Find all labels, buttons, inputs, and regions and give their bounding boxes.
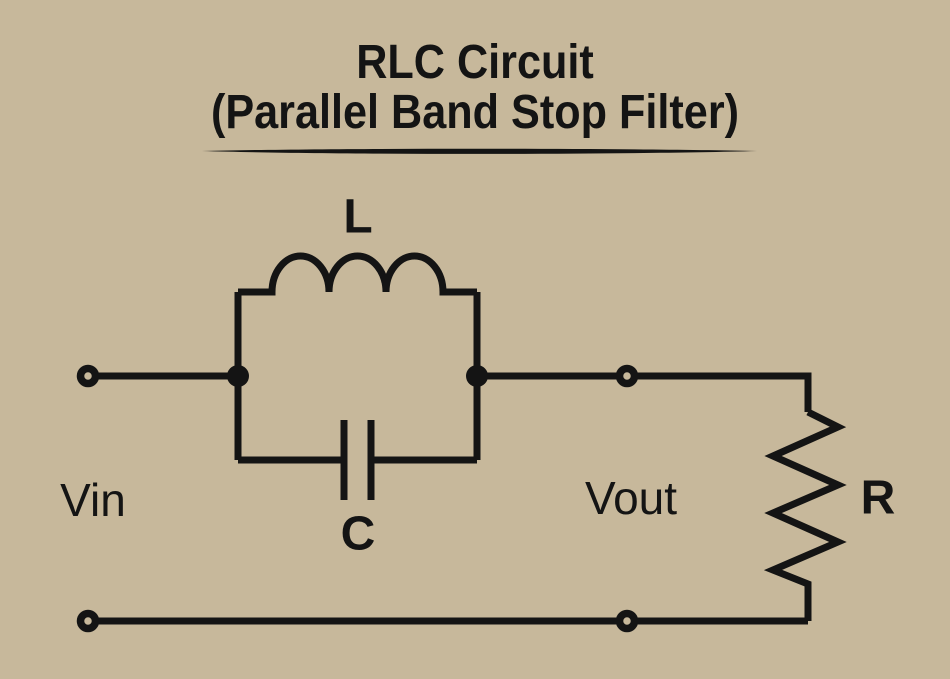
title-line-2: (Parallel Band Stop Filter) <box>210 86 740 139</box>
terminal-vout-bottom <box>615 609 639 633</box>
title-underline <box>202 148 757 154</box>
terminal-vin-bottom <box>76 609 100 633</box>
vin-label: Vin <box>60 474 126 526</box>
output-wire <box>477 372 812 412</box>
page-title: RLC Circuit (Parallel Band Stop Filter) <box>48 38 903 138</box>
junction-dot-right <box>466 365 488 387</box>
terminal-vin-top <box>76 364 100 388</box>
resistor-label: R <box>860 471 896 525</box>
capacitor-symbol <box>340 420 375 500</box>
terminal-vout-top <box>615 364 639 388</box>
title-line-1: RLC Circuit <box>356 36 594 89</box>
vout-label: Vout <box>584 472 678 524</box>
resistor-symbol <box>763 408 847 621</box>
capacitor-label: C <box>340 507 376 561</box>
junction-dot-left <box>227 365 249 387</box>
inductor-label: L <box>343 190 373 244</box>
inductor-symbol <box>238 252 477 296</box>
